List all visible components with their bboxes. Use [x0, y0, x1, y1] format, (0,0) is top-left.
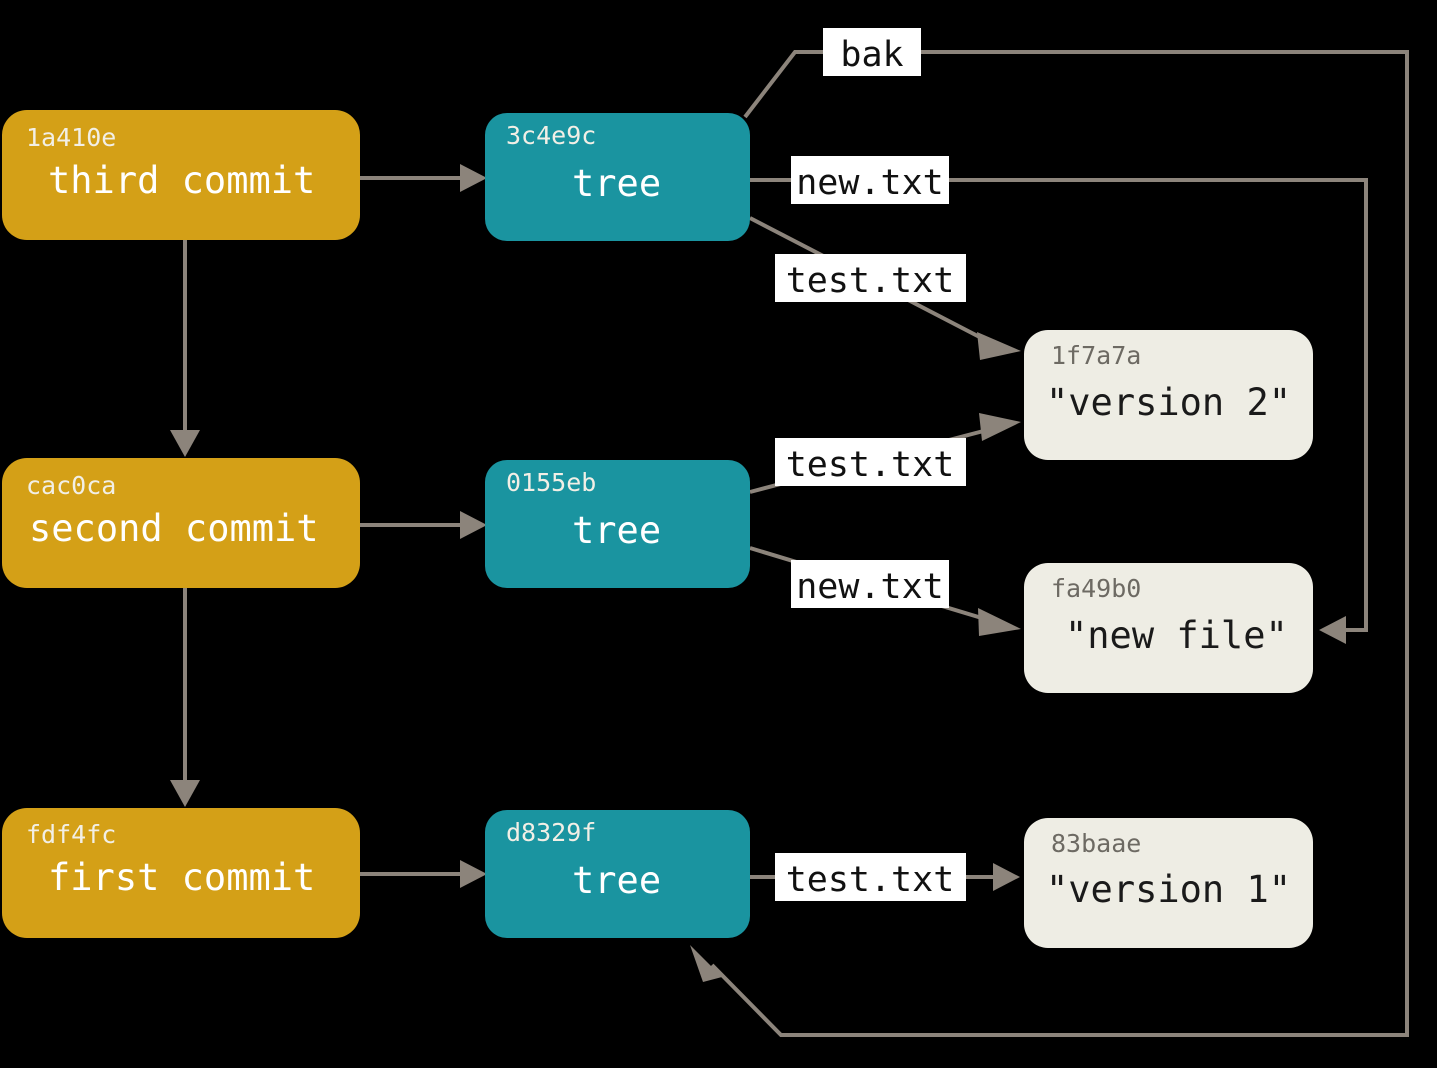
edge-label-bg [823, 28, 921, 76]
edge-label-text: new.txt [796, 163, 944, 203]
blob-title: "version 1" [1046, 868, 1291, 911]
edge-commit3-commit2 [170, 240, 200, 457]
blob-box[interactable] [1024, 563, 1313, 693]
commit-title: first commit [48, 856, 315, 899]
tree-title: tree [572, 162, 661, 205]
node-blob-1f7a7a[interactable]: 1f7a7a "version 2" [1024, 330, 1313, 460]
node-blob-fa49b0[interactable]: fa49b0 "new file" [1024, 563, 1313, 693]
tree-title: tree [572, 859, 661, 902]
tree-box[interactable] [485, 810, 750, 938]
node-blob-83baae[interactable]: 83baae "version 1" [1024, 818, 1313, 948]
edge-label-bg [775, 438, 966, 486]
tree-hash: d8329f [506, 818, 596, 847]
edge-label-new-txt-top: new.txt [791, 156, 949, 204]
edge-commit3-tree3 [360, 164, 487, 192]
node-tree-0155eb[interactable]: 0155eb tree [485, 460, 750, 588]
commit-title: third commit [48, 159, 315, 202]
edge-tree3-bak-to-tree1 [690, 50, 1409, 1037]
commit-box[interactable] [2, 808, 360, 938]
edge-commit2-commit1 [170, 588, 200, 807]
edge-label-test-txt-bottom: test.txt [775, 853, 966, 901]
commit-title: second commit [29, 507, 319, 550]
edge-label-text: bak [840, 35, 903, 75]
edge-label-bg [791, 560, 949, 608]
blob-box[interactable] [1024, 330, 1313, 460]
edge-commit2-tree2 [360, 511, 487, 539]
edge-label-text: new.txt [796, 567, 944, 607]
edge-label-test-txt-top: test.txt [775, 254, 966, 302]
edge-tree3-newtxt-to-blob-newfile [750, 178, 1368, 644]
edge-label-test-txt-middle: test.txt [775, 438, 966, 486]
node-tree-d8329f[interactable]: d8329f tree [485, 810, 750, 938]
node-tree-3c4e9c[interactable]: 3c4e9c tree [485, 113, 750, 241]
tree-title: tree [572, 509, 661, 552]
edge-labels-layer: bak new.txt test.txt test.txt new.txt te… [775, 28, 966, 901]
edge-label-bak: bak [823, 28, 921, 76]
edge-label-bg [775, 254, 966, 302]
node-commit-fdf4fc[interactable]: fdf4fc first commit [2, 808, 360, 938]
edge-label-bg [775, 853, 966, 901]
edge-label-text: test.txt [786, 860, 955, 900]
blob-box[interactable] [1024, 818, 1313, 948]
commit-hash: fdf4fc [26, 820, 116, 849]
blob-title: "new file" [1065, 614, 1288, 657]
tree-hash: 3c4e9c [506, 121, 596, 150]
tree-box[interactable] [485, 113, 750, 241]
commit-hash: 1a410e [26, 123, 116, 152]
tree-box[interactable] [485, 460, 750, 588]
edge-label-text: test.txt [786, 445, 955, 485]
commit-box[interactable] [2, 110, 360, 240]
blob-hash: fa49b0 [1051, 574, 1141, 603]
node-commit-cac0ca[interactable]: cac0ca second commit [2, 458, 360, 588]
edge-label-new-txt-middle: new.txt [791, 560, 949, 608]
commit-box[interactable] [2, 458, 360, 588]
edge-commit1-tree1 [360, 860, 487, 888]
blob-title: "version 2" [1046, 381, 1291, 424]
blob-hash: 83baae [1051, 829, 1141, 858]
edge-label-text: test.txt [786, 261, 955, 301]
commit-hash: cac0ca [26, 471, 116, 500]
edge-label-bg [791, 156, 949, 204]
node-commit-1a410e[interactable]: 1a410e third commit [2, 110, 360, 240]
blob-hash: 1f7a7a [1051, 341, 1141, 370]
tree-hash: 0155eb [506, 468, 596, 497]
